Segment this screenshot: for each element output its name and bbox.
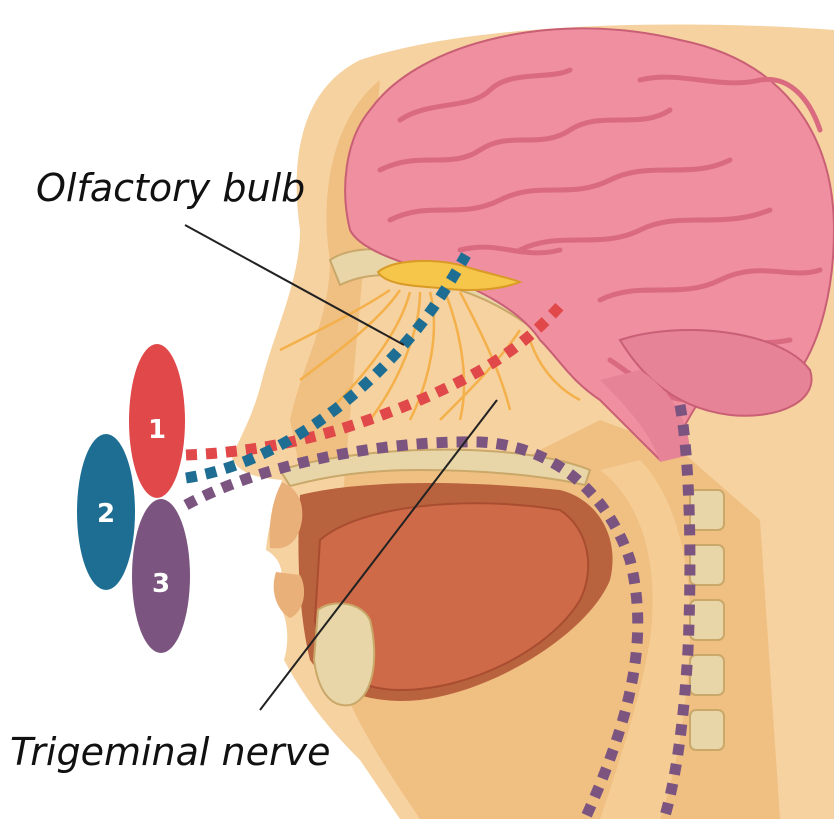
pathway-3-number: 3 [152,569,170,599]
pathway-2-number: 2 [97,499,115,529]
olfactory-bulb-label: Olfactory bulb [36,166,305,210]
jaw-bone [314,603,374,705]
spine [690,490,724,750]
trigeminal-nerve-label: Trigeminal nerve [10,730,330,774]
pathway-1-oval: 1 [129,344,185,498]
pathway-3-oval: 3 [132,499,190,653]
pathway-1-number: 1 [148,415,166,445]
pathway-2-oval: 2 [77,434,135,590]
